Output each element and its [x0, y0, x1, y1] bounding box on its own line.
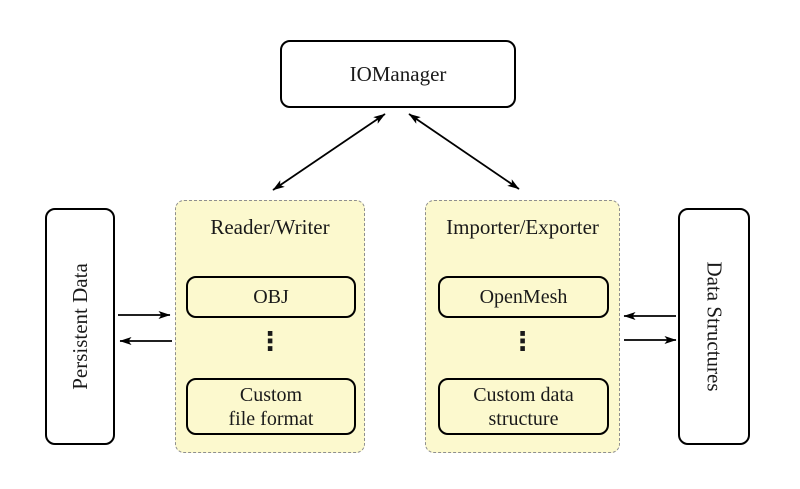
vertical-ellipsis-reader-writer: ⋮ — [257, 327, 283, 357]
openmesh-label: OpenMesh — [479, 286, 568, 308]
importer-exporter-title: Importer/Exporter — [446, 215, 599, 239]
custom-data-structure-box: Custom data structure — [438, 378, 609, 435]
arrow-iomanager-reader-writer — [272, 113, 386, 191]
data-structures-box: Data Structures — [678, 208, 750, 445]
openmesh-box: OpenMesh — [438, 276, 609, 318]
reader-writer-container: Reader/Writer OBJ ⋮ Custom file format — [175, 200, 365, 453]
custom-data-structure-line2: structure — [488, 407, 559, 430]
custom-file-format-line2: file format — [228, 407, 314, 430]
io-manager-label: IOManager — [349, 61, 447, 86]
obj-label: OBJ — [253, 286, 289, 308]
custom-file-format-line1: Custom — [239, 383, 303, 406]
importer-exporter-container: Importer/Exporter OpenMesh ⋮ Custom data… — [425, 200, 620, 453]
custom-file-format-box: Custom file format — [186, 378, 356, 435]
reader-writer-title: Reader/Writer — [210, 215, 330, 239]
arrow-iomanager-importer-exporter — [408, 113, 520, 190]
io-manager-box: IOManager — [280, 40, 516, 108]
vertical-ellipsis-importer-exporter: ⋮ — [509, 327, 536, 357]
data-structures-label: Data Structures — [702, 261, 727, 392]
obj-box: OBJ — [186, 276, 356, 318]
persistent-data-label: Persistent Data — [67, 263, 92, 390]
persistent-data-box: Persistent Data — [45, 208, 115, 445]
custom-data-structure-line1: Custom data — [473, 383, 574, 406]
